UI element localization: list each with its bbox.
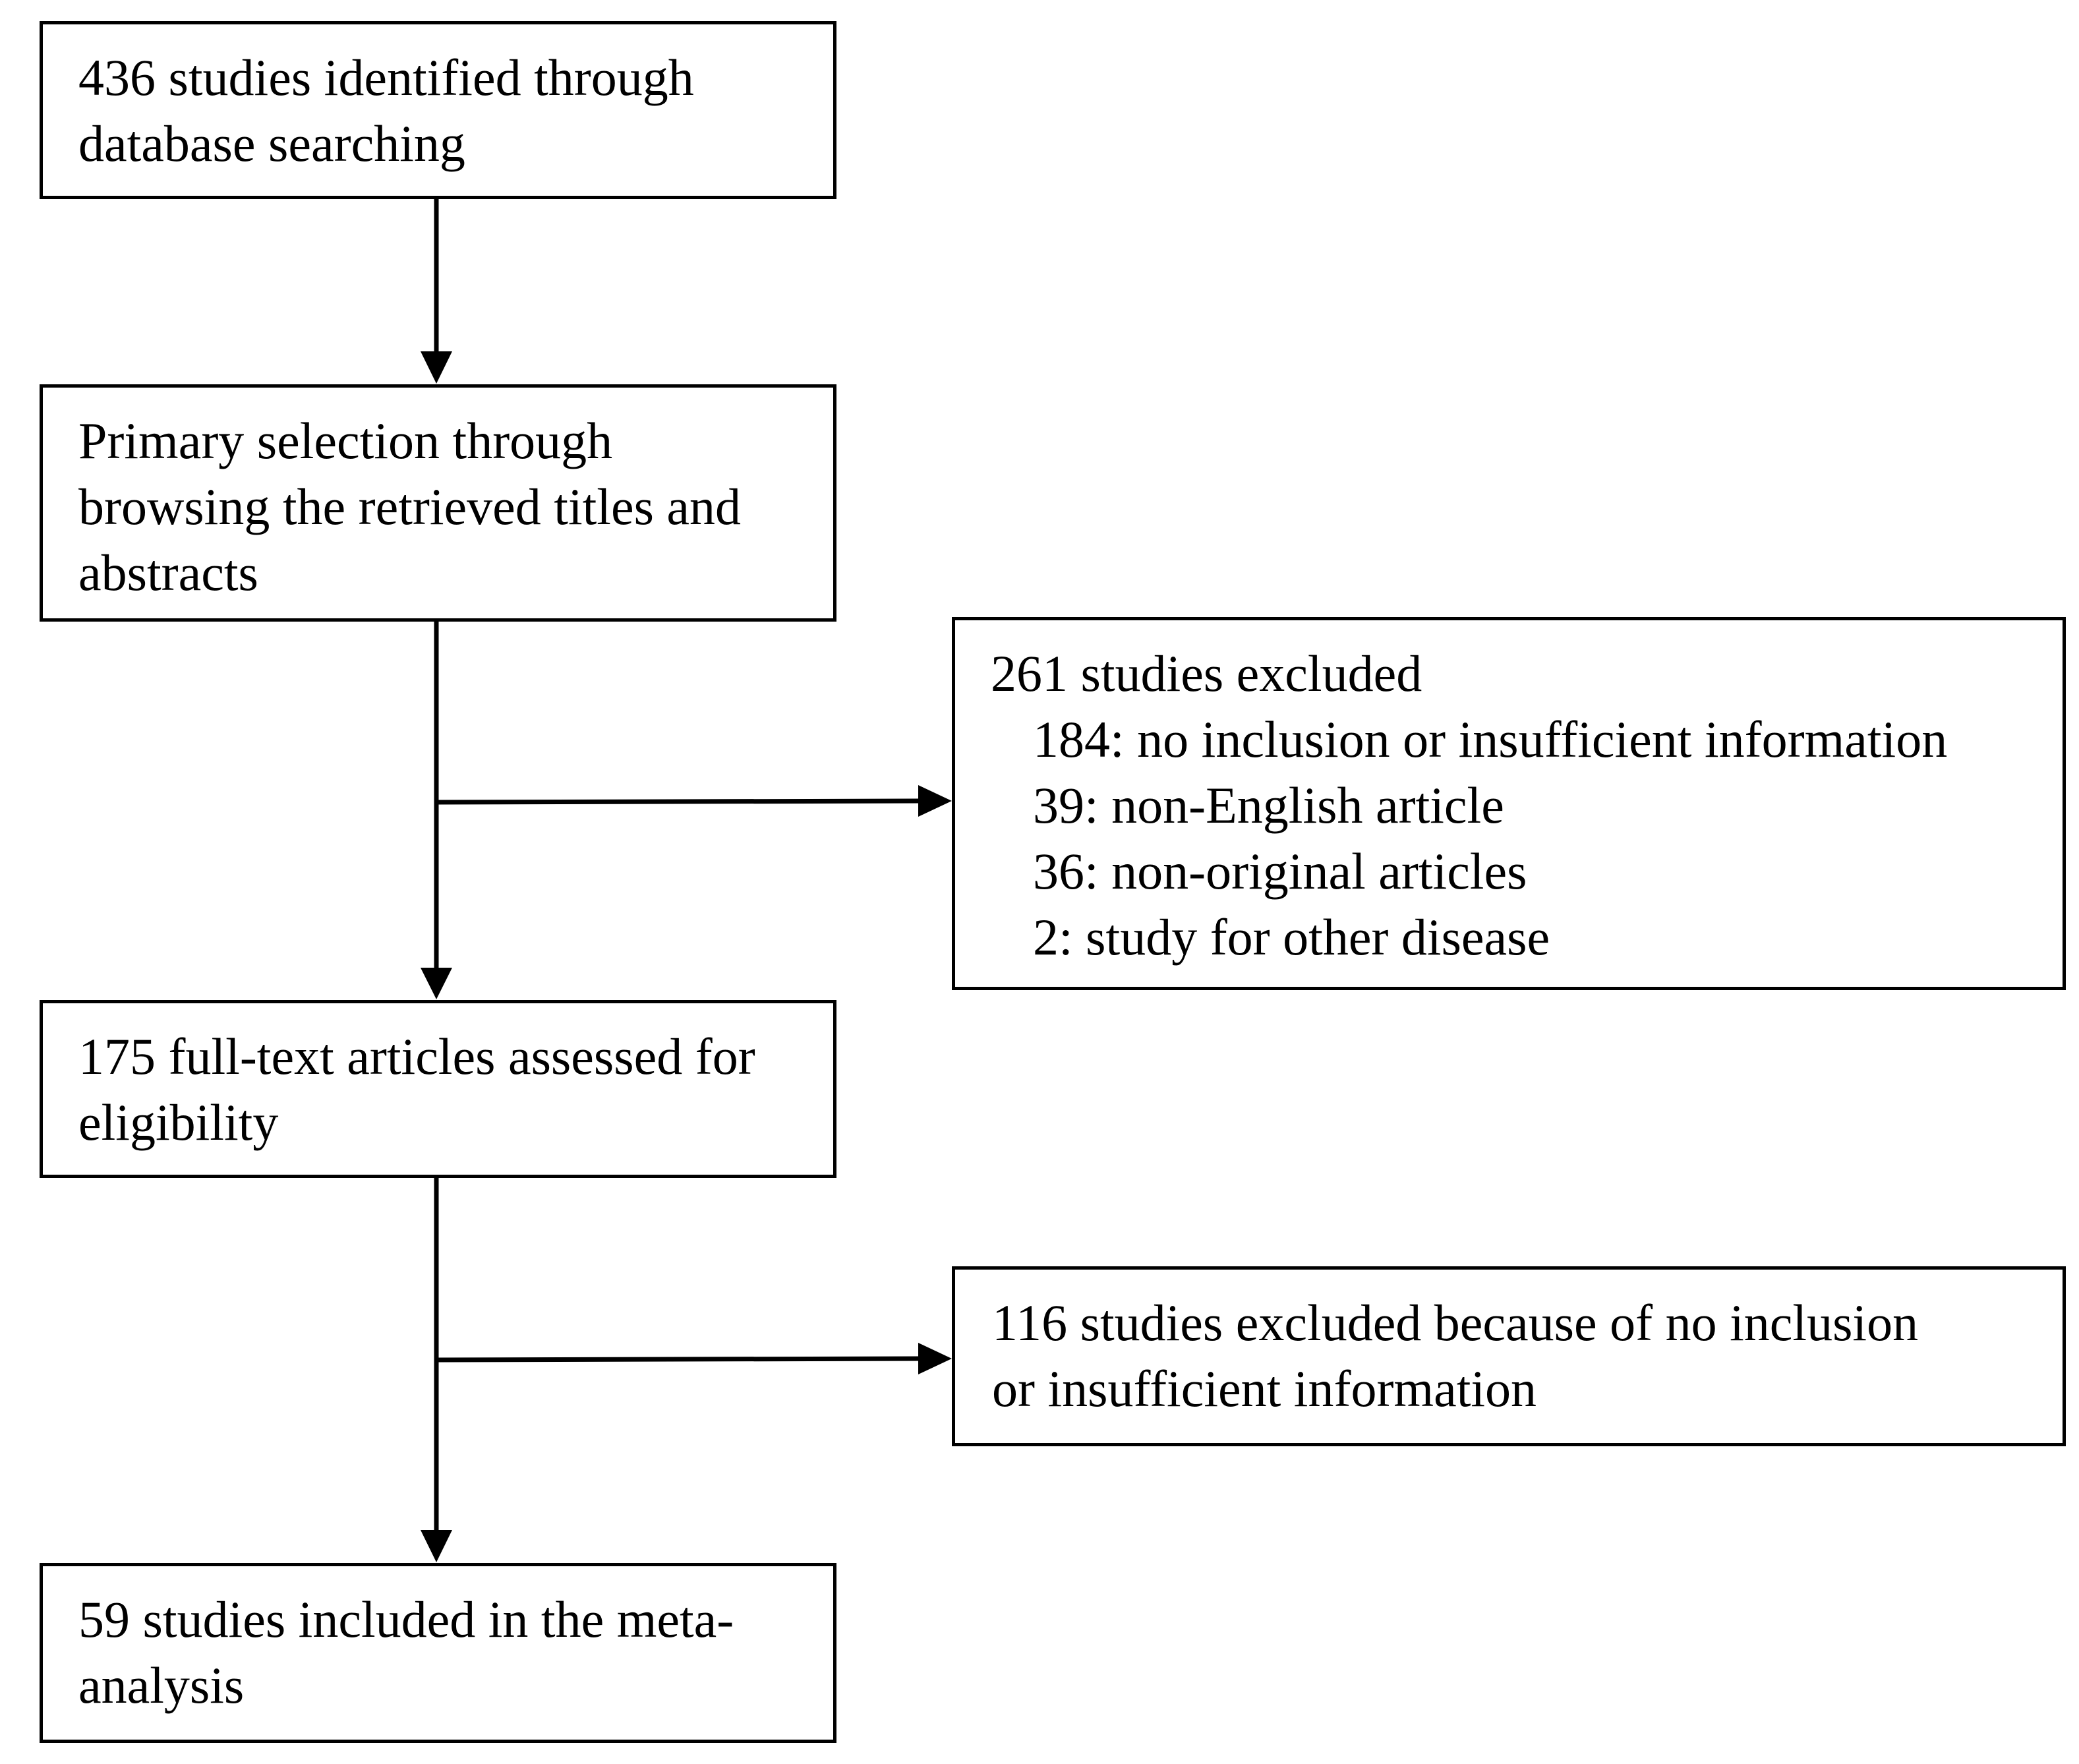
connector-branch-to-excluded-first <box>436 798 920 805</box>
identified-line-1: 436 studies identified through <box>78 49 694 106</box>
arrowhead-to-excluded-second <box>918 1343 952 1374</box>
full-text-line-1: 175 full-text articles assessed for <box>78 1028 755 1085</box>
identified-records-box: 436 studies identified through database … <box>40 21 836 199</box>
arrowhead-to-included <box>421 1530 452 1562</box>
arrowhead-to-fulltext <box>421 968 452 999</box>
excluded-reason-no-inclusion: 184: no inclusion or insufficient inform… <box>1033 711 1948 768</box>
arrowhead-to-primary <box>421 351 452 384</box>
full-text-line-2: eligibility <box>78 1094 279 1151</box>
excluded-reason-other-disease: 2: study for other disease <box>1033 908 1550 966</box>
primary-selection-box: Primary selection through browsing the r… <box>40 384 836 622</box>
primary-selection-line-2: browsing the retrieved titles and <box>78 478 742 535</box>
connector-branch-to-excluded-second <box>436 1356 920 1363</box>
included-line-1: 59 studies included in the meta- <box>78 1591 734 1648</box>
excluded-reason-non-original: 36: non-original articles <box>1033 842 1527 900</box>
primary-selection-line-1: Primary selection through <box>78 412 613 469</box>
included-studies-box: 59 studies included in the meta- analysi… <box>40 1563 836 1743</box>
identified-line-2: database searching <box>78 115 465 172</box>
excluded-first-box: 261 studies excluded 184: no inclusion o… <box>952 617 2066 990</box>
excluded-second-line-2: or insufficient information <box>992 1360 1537 1417</box>
excluded-reason-non-english: 39: non-English article <box>1033 777 1504 834</box>
primary-selection-line-3: abstracts <box>78 544 258 601</box>
excluded-second-line-1: 116 studies excluded because of no inclu… <box>992 1294 1919 1351</box>
arrowhead-to-excluded-first <box>918 785 952 817</box>
excluded-second-box: 116 studies excluded because of no inclu… <box>952 1266 2066 1446</box>
excluded-first-heading: 261 studies excluded <box>991 645 1422 702</box>
included-line-2: analysis <box>78 1657 245 1714</box>
full-text-assessed-box: 175 full-text articles assessed for elig… <box>40 1000 836 1178</box>
